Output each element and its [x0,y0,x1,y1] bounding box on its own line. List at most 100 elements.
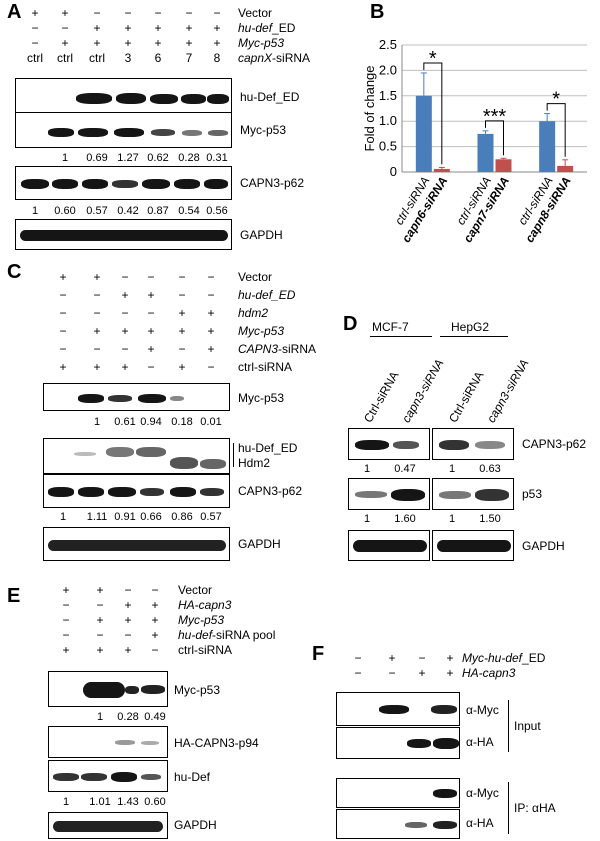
panel-f-ip-ha-label: α-HA [466,816,494,830]
panel-f-input-myc-label: α-Myc [466,703,499,717]
panel-d-cellline-hepg2: HepG2 [451,320,490,334]
panel-f-sign-r1-l3: + [446,666,454,680]
panel-a-myc-value-4: 0.28 [178,152,200,164]
panel-c-sign-r4-l1: − [93,342,101,356]
panel-c-sign-r4-l2: − [121,342,129,356]
panel-a-capn3-label: CAPN3-p62 [240,176,305,190]
panel-d-capn3-value-1: 0.47 [394,463,416,475]
panel-d-blot-gapdh-mcf7 [348,530,430,561]
panel-e-sign-r3-l0: − [62,628,70,642]
panel-f-input-group-label: Input [514,719,541,733]
panel-a-capn3-value-6: 0.56 [206,205,228,217]
panel-a-sign-r2-l1: + [61,36,69,50]
panel-a-row-label-1: hu-def_ED [238,21,295,35]
panel-c-hudef-pointer [233,443,234,467]
panel-c-myc-value-3: 0.18 [171,416,193,428]
panel-e-hudef-value-0: 1 [62,796,70,808]
panel-d-p53-value-1: 1.60 [394,513,416,525]
panel-f-sign-r0-l0: − [354,651,362,665]
panel-e-ha-capn3-label: HA-CAPN3-p94 [174,736,259,750]
panel-a-row-label-3: capnX-siRNA [238,51,310,65]
chart-significance-marker: *** [483,106,507,128]
panel-a-sign-r3-l1: ctrl [57,51,73,65]
panel-c-row-label-4-italic: CAPN3 [238,342,279,356]
panel-e-sign-r0-l2: − [124,583,132,597]
panel-e-sign-r2-l2: + [124,613,132,627]
panel-c-hdm2-label: Hdm2 [238,456,271,470]
panel-c-row-label-0: Vector [238,270,273,284]
panel-d-lane-label-1: capn3-siRNA [399,356,447,425]
panel-a-sign-r1-l4: + [154,21,162,35]
panel-d-p53-value-0: 1 [363,513,371,525]
panel-e-sign-r2-l1: + [96,613,104,627]
panel-a-label: A [7,1,22,23]
panel-f-sign-r1-l2: + [418,666,426,680]
chart-bar [477,133,494,172]
panel-c-capn3-value-2: 0.91 [114,511,136,523]
panel-a-sign-r3-l5: 7 [185,51,193,65]
panel-a-sign-r0-l3: − [124,6,132,20]
panel-a-blot-capn3 [15,166,232,200]
panel-f-sign-r1-l0: − [354,666,362,680]
panel-e-sign-r1-l0: − [62,598,70,612]
panel-a-sign-r0-l5: − [185,6,193,20]
panel-e-row-label-4: ctrl-siRNA [178,643,232,657]
panel-c-sign-r1-l2: + [121,288,129,302]
panel-e-sign-r1-l3: + [151,598,159,612]
panel-c-sign-r5-l1: + [93,360,101,374]
panel-e-sign-r2-l3: + [151,613,159,627]
panel-f-blot-ip-myc [336,778,460,808]
panel-a-sign-r1-l1: − [61,21,69,35]
panel-a-sign-r2-l6: + [213,36,221,50]
panel-c-row-label-3: Myc-p53 [238,324,285,338]
panel-a-myc-value-5: 0.31 [206,152,228,164]
chart-significance-marker: * [552,89,560,111]
panel-c-sign-r3-l1: + [93,324,101,338]
panel-a-capn3-value-4: 0.87 [147,205,169,217]
panel-e-sign-r3-l2: − [124,628,132,642]
panel-e-blot-hudef [48,760,168,792]
panel-f-row-label-0-italic: Myc-hu-def [462,651,523,665]
panel-d-blot-capn3-mcf7 [348,428,430,460]
panel-d-capn3-label: CAPN3-p62 [522,437,587,451]
panel-c-label: C [7,261,22,283]
chart-bar [495,159,512,172]
panel-a-capn3-value-2: 0.57 [86,205,108,217]
panel-a-sign-r0-l6: − [213,6,221,20]
panel-a-capn3-value-5: 0.54 [178,205,200,217]
panel-c-sign-r5-l0: + [59,360,67,374]
panel-a-row-label-1-suffix: _ED [272,21,296,35]
panel-e-row-label-3-suffix: -siRNA pool [212,628,276,642]
panel-e-myc-value-2: 0.49 [144,711,166,723]
panel-c-sign-r0-l5: − [207,270,215,284]
panel-c-sign-r2-l3: − [147,306,155,320]
panel-e-sign-r4-l2: + [124,643,132,657]
panel-a-sign-r1-l0: − [31,21,39,35]
panel-c-blot-hudef-hdm2 [43,438,230,474]
panel-e-sign-r1-l1: − [96,598,104,612]
panel-a-sign-r1-l6: + [213,21,221,35]
panel-c-row-label-2: hdm2 [238,306,269,320]
panel-e-sign-r4-l0: + [62,643,70,657]
panel-a-sign-r3-l0: ctrl [27,51,43,65]
panel-a-blot-hudef [15,78,232,116]
panel-a-sign-r2-l5: + [185,36,193,50]
panel-a-myc-value-0: 1 [61,152,69,164]
panel-d-blot-capn3-hepg2 [432,428,514,460]
panel-c-sign-r0-l3: − [147,270,155,284]
panel-c-row-label-1: hu-def_ED [238,288,296,302]
panel-e-row-label-0: Vector [178,583,213,597]
panel-a-sign-r0-l1: + [61,6,69,20]
panel-e-blot-ha-capn3 [48,726,168,758]
panel-a-sign-r2-l0: − [31,36,39,50]
chart-significance-marker: * [429,48,437,70]
chart-significance-bracket [423,62,443,165]
chart-y-tick-label: 1.0 [379,113,397,128]
panel-d-capn3-value-3: 0.63 [479,463,501,475]
panel-a-sign-r1-l5: + [185,21,193,35]
panel-a-row-label-3-italic: capnX [238,51,273,65]
panel-a-myc-value-2: 1.27 [117,152,139,164]
panel-a-myc-value-3: 0.62 [147,152,169,164]
panel-c-myc-value-2: 0.94 [140,416,162,428]
panel-c-capn3-value-0: 1 [59,511,67,523]
